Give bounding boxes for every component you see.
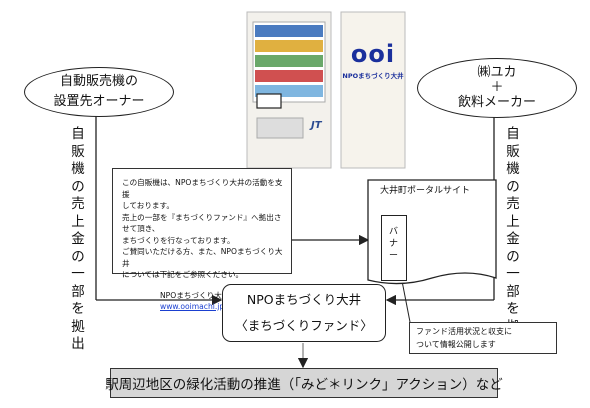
partner-node: ㈱ユカ ＋ 飲料メーカー [417,58,577,118]
notice-line: まちづくりを行なっております。 [122,235,235,245]
side-panel [340,11,406,169]
partner-line2: ＋ [490,80,504,95]
notice-url-row: NPOまちづくり大井： www.ooimachi.jp [122,290,285,313]
fund-name: 〈まちづくりファンド〉 [235,318,373,333]
notice-line: ご賛同いただける方、また、NPOまちづくり大井 [122,247,283,268]
right-flow-label: 自販機の売上金の一部を拠出 [506,126,520,352]
notice-line: 売上の一部を『まちづくりファンド』へ拠出させて頂き、 [122,212,282,234]
portal-banner[interactable]: バナー [381,215,407,281]
left-flow-label: 自販機の売上金の一部を拠出 [71,126,85,352]
brand-mark: JT [311,120,322,131]
owner-line1: 自動販売機の [59,74,138,89]
notice-line: この自販機は、NPOまちづくり大井の活動を支援 [122,178,283,199]
side-panel-org-text: NPOまちづくり大井 [342,72,404,80]
fund-note-line1: ファンド活用状況と収支に [416,327,512,336]
partner-line1: ㈱ユカ [477,65,517,80]
side-panel-logo: ooi [350,40,396,68]
partner-line3: 飲料メーカー [457,95,536,110]
fund-note-line2: ついて情報公開します [416,340,496,349]
owner-line2: 設置先オーナー [53,94,145,109]
notice-line: については下記をご参照ください。 [122,270,244,279]
portal-title: 大井町ポータルサイト [380,186,471,196]
outcome-box: 駅周辺地区の緑化活動の推進（「みど＊リンク」アクション）など [105,368,503,398]
notice-url-prefix: NPOまちづくり大井： [160,290,237,300]
vending-machine-illustration: ooi NPOまちづくり大井 JT [245,10,407,170]
npo-name: NPOまちづくり大井 [246,292,362,307]
fund-disclosure-note: ファンド活用状況と収支に ついて情報公開します [409,322,557,354]
drink-rows [255,25,323,97]
owner-node: 自動販売機の 設置先オーナー [24,67,174,117]
notice-line: しております。 [122,201,174,210]
banner-char: バナー [389,227,399,261]
notice-panel: この自販機は、NPOまちづくり大井の活動を支援 しております。 売上の一部を『ま… [112,168,292,311]
vending-screen-panel [256,93,282,109]
website-link[interactable]: www.ooimachi.jp [160,302,225,311]
product-slot [256,117,304,139]
npo-fund-node: NPOまちづくり大井 〈まちづくりファンド〉 [222,284,386,342]
